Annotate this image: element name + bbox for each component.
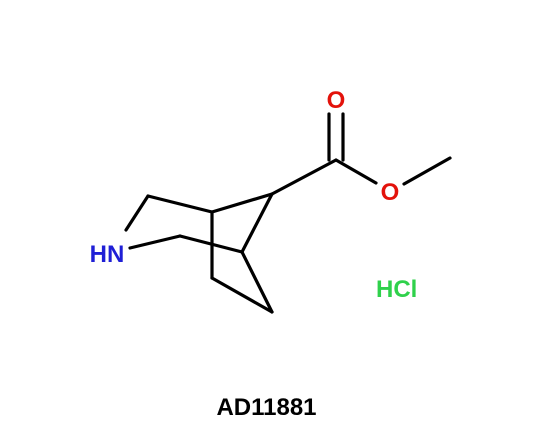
bond-bridge-carbonyl: [270, 158, 338, 196]
bond-oxygen-methyl: [402, 156, 452, 186]
bond-ch2b-bridgehead: [240, 250, 274, 314]
bond-carbonyl-oxygen: [334, 158, 378, 185]
bond-n-ch2-upper: [124, 194, 150, 232]
ester-oxygen-label: O: [381, 179, 400, 206]
bond-ch2-upper-bridgehead: [146, 194, 214, 214]
bond-bridgehead-bridge: [210, 192, 274, 214]
bond-ch2a-ch2b: [210, 276, 274, 314]
bond-bridge-bridgehead: [240, 192, 274, 254]
carbonyl-oxygen-label: O: [327, 87, 346, 114]
salt-label: HCl: [376, 276, 418, 303]
bond-n-ch2-lower: [128, 234, 182, 250]
compound-id: AD11881: [216, 394, 317, 421]
nitrogen-label: HN: [90, 241, 125, 268]
